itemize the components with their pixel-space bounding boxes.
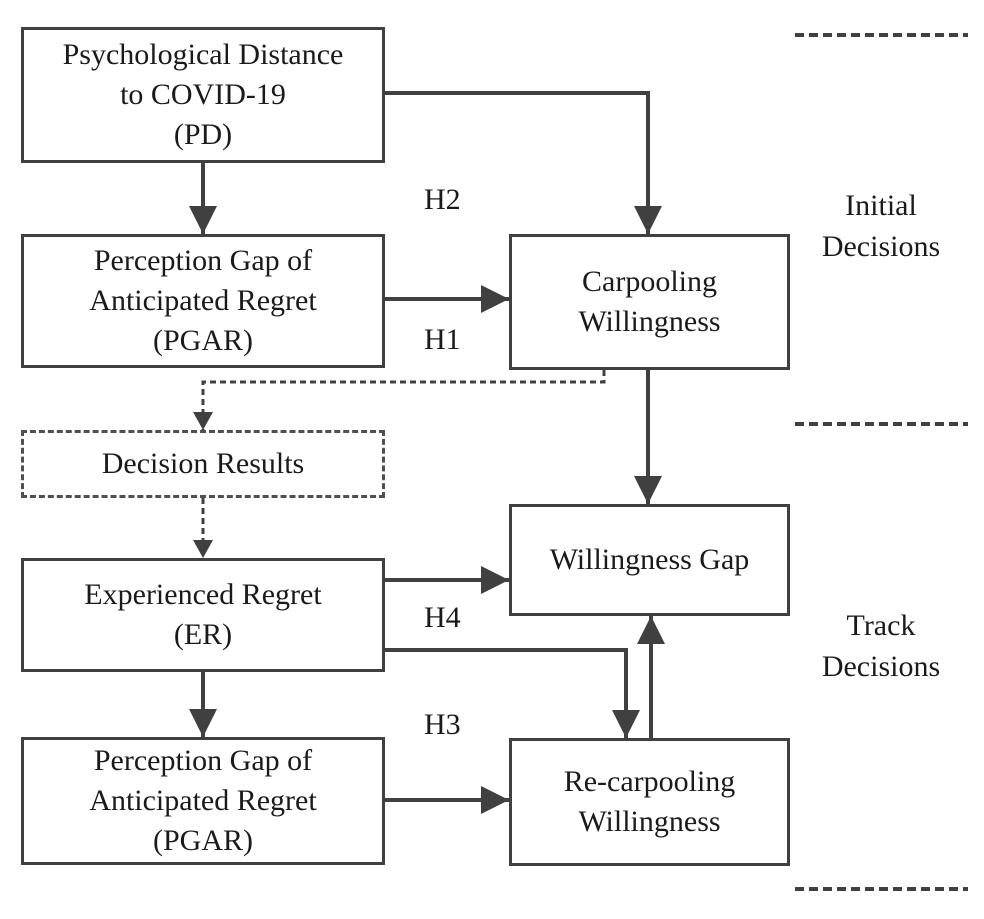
box-text-line: Anticipated Regret (89, 784, 317, 817)
box-text-line: (ER) (173, 618, 233, 651)
box-text-line: Willingness (578, 805, 721, 838)
arrow-carpooling-to-decision-results (193, 370, 606, 430)
hypothesis-h4: H4 (424, 601, 461, 634)
stage-text-line: Decisions (821, 230, 941, 263)
arrow-pd-to-carpooling (385, 91, 662, 234)
box-text-line: (PGAR) (152, 824, 253, 857)
box-psychological-distance: Psychological Distance to COVID-19 (PD) (21, 27, 385, 163)
box-text-line: Willingness (578, 305, 721, 338)
stage-text-line: Initial (845, 189, 917, 222)
hypothesis-h3: H3 (424, 708, 461, 741)
box-text-line: Willingness Gap (549, 543, 750, 576)
stage-text-line: Track (846, 609, 916, 642)
box-willingness-gap: Willingness Gap (509, 504, 790, 616)
box-perception-gap-track: Perception Gap of Anticipated Regret (PG… (21, 737, 385, 865)
box-perception-gap-initial: Perception Gap of Anticipated Regret (PG… (21, 234, 385, 368)
box-text-line: Anticipated Regret (89, 284, 317, 317)
box-text-line: Decision Results (101, 447, 305, 480)
hypothesis-h2: H2 (424, 183, 461, 216)
box-text-line: Perception Gap of (93, 744, 313, 777)
box-text-line: (PD) (173, 118, 233, 151)
box-experienced-regret: Experienced Regret (ER) (21, 558, 385, 672)
stage-initial-decisions: Initial Decisions (801, 185, 961, 267)
box-carpooling-willingness: Carpooling Willingness (509, 234, 790, 370)
box-text-line: to COVID-19 (120, 78, 286, 111)
box-text-line: Re-carpooling (563, 765, 736, 798)
arrow-er-to-recarpooling (385, 648, 640, 738)
box-text-line: Carpooling (582, 265, 717, 298)
box-text-line: Psychological Distance (62, 38, 344, 71)
box-decision-results: Decision Results (21, 430, 385, 498)
box-text-line: Perception Gap of (93, 244, 313, 277)
hypothesis-h1: H1 (424, 323, 461, 356)
box-text-line: Experienced Regret (84, 578, 322, 611)
box-text-line: (PGAR) (152, 324, 253, 357)
stage-track-decisions: Track Decisions (801, 605, 961, 687)
box-recarpooling-willingness: Re-carpooling Willingness (509, 738, 790, 866)
stage-text-line: Decisions (821, 650, 941, 683)
